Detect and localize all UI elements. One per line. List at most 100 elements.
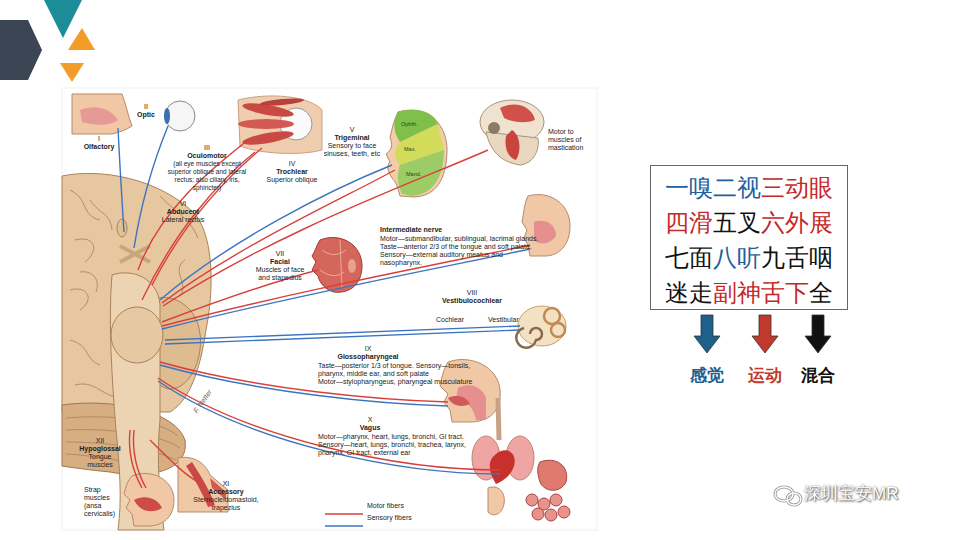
legend-arrow <box>805 315 831 353</box>
eye-muscles-picture <box>238 96 322 154</box>
motor-nerve-lines <box>138 140 248 270</box>
viscera-picture <box>545 509 557 521</box>
nerve-number: VIII <box>460 289 484 297</box>
watermark: 深圳宝安MR <box>804 484 944 504</box>
legend-text: Motor fibers <box>367 501 404 510</box>
mnemonic-text: 四滑 <box>665 209 713 237</box>
branch-label: Cochlear <box>436 316 476 324</box>
legend-arrow <box>751 314 779 354</box>
watermark-icon <box>787 493 801 505</box>
eye-picture <box>164 101 195 131</box>
mnemonic-line: 七面八听九舌咽 <box>651 241 847 276</box>
mnemonic-text: 五叉 <box>713 209 761 237</box>
tongue-head-picture <box>124 473 174 526</box>
facial-muscles-picture <box>312 238 362 293</box>
mnemonic-text: 迷走 <box>665 279 713 307</box>
nerve-number: II <box>136 103 156 111</box>
nerve-name: Vagus <box>350 424 390 432</box>
nerve-name: Vestibulocochlear <box>427 297 517 305</box>
nerve-name: Optic <box>126 111 166 119</box>
branch-label: Vestibular <box>488 316 528 324</box>
mnemonic-text: 舌下 <box>761 279 809 307</box>
nerve-name: Facial <box>260 258 300 266</box>
mnemonic-text: 三动眼 <box>761 174 833 202</box>
inner-ear-picture <box>551 323 565 337</box>
viscera-picture <box>488 487 504 515</box>
nerve-number: V <box>342 126 362 134</box>
nerve-name: Trochlear <box>267 168 317 176</box>
nerve-name: Glossopharyngeal <box>323 353 413 361</box>
legend-arrow <box>752 315 778 353</box>
sensory-nerve-lines <box>134 126 168 248</box>
eye-picture <box>164 108 170 124</box>
facial-muscles-picture <box>320 240 346 288</box>
legend-arrow <box>694 315 720 353</box>
sensory-nerve-lines <box>165 326 520 340</box>
skull-mastication-picture <box>488 122 500 134</box>
nerve-number: XI <box>216 480 236 488</box>
sensory-nerve-lines <box>158 381 500 474</box>
nerve-function: Superior oblique <box>257 176 327 184</box>
illustration-panel <box>62 88 597 530</box>
skull-mastication-picture <box>480 100 544 165</box>
nerve-function: Sensory to face sinuses, teeth, etc <box>321 142 383 158</box>
legend-line-sample <box>325 515 363 521</box>
motor-nerve-lines <box>134 430 147 488</box>
nerve-function: Motor to muscles of mastication <box>548 128 594 152</box>
mnemonic-line: 四滑五叉六外展 <box>651 206 847 241</box>
nerve-function: Strap muscles (ansa cervicalis) <box>84 486 124 518</box>
nerve-function: Motor—pharynx, heart, lungs, bronchi, GI… <box>318 433 480 457</box>
olfactory-picture <box>80 107 118 125</box>
mnemonic-text: 全 <box>809 279 833 307</box>
nerve-function: Muscles of face and stapedius <box>251 266 309 282</box>
legend-text: Sensory fibers <box>367 513 412 522</box>
sensory-nerve-lines <box>118 128 124 232</box>
nerve-function: Sternocleidomastoid, trapezius <box>185 496 267 512</box>
slide-decoration <box>68 28 95 50</box>
nerve-number: VII <box>270 250 290 258</box>
neck-picture <box>178 457 228 512</box>
skull-mastication-picture <box>505 130 519 160</box>
nerve-function: (all eye muscles except superior oblique… <box>161 160 253 192</box>
nerve-name: Olfactory <box>74 143 124 151</box>
nerve-function: Tongue muscles <box>84 453 116 469</box>
zone-label: Mand. <box>406 171 430 178</box>
skull-mastication-picture <box>500 104 535 122</box>
nerve-function: Taste—posterior 1/3 of tongue. Sensory—t… <box>318 362 484 378</box>
viscera-picture <box>490 450 515 484</box>
inner-ear-picture <box>516 328 542 348</box>
nerve-number: IX <box>358 345 378 353</box>
motor-nerve-lines <box>130 140 531 488</box>
nerve-number: III <box>197 144 217 152</box>
mnemonic-box: 一嗅二视三动眼四滑五叉六外展七面八听九舌咽迷走副神舌下全 <box>650 165 848 310</box>
nerve-number: IV <box>282 160 302 168</box>
facial-muscles-picture <box>348 259 356 273</box>
legend-text: 感觉 <box>677 364 737 386</box>
nerve-name: Hypoglossal <box>75 445 125 453</box>
mnemonic-text: 六外展 <box>761 209 833 237</box>
legend-line-sample <box>325 525 363 527</box>
trigeminal-face-picture <box>398 150 444 196</box>
legend-text: 混合 <box>788 364 848 386</box>
motor-nerve-lines <box>158 378 500 470</box>
sensory-nerve-lines <box>118 126 530 474</box>
legend-arrow <box>693 314 721 354</box>
brain-base <box>117 219 127 237</box>
legend-arrow <box>693 314 721 354</box>
mnemonic-text: 九舌咽 <box>761 244 833 272</box>
zone-label: Ophth. <box>401 121 425 128</box>
nerve-number: VI <box>173 200 193 208</box>
legend-arrow <box>804 314 832 354</box>
nerve-name: Intermediate nerve <box>380 226 500 234</box>
legend-line-sample <box>325 523 363 529</box>
mnemonic-text: 一嗅 <box>665 174 713 202</box>
trigeminal-face-picture <box>386 110 447 197</box>
viscera-picture <box>498 398 499 440</box>
nerve-function: Lateral rectus <box>153 216 213 224</box>
nerve-name: Oculomotor <box>177 152 237 160</box>
mnemonic-text: 二视 <box>713 174 761 202</box>
viscera-picture <box>558 506 570 518</box>
nerve-function: Motor—stylopharyngeus, pharyngeal muscul… <box>318 378 484 386</box>
slide-decoration <box>44 0 82 38</box>
